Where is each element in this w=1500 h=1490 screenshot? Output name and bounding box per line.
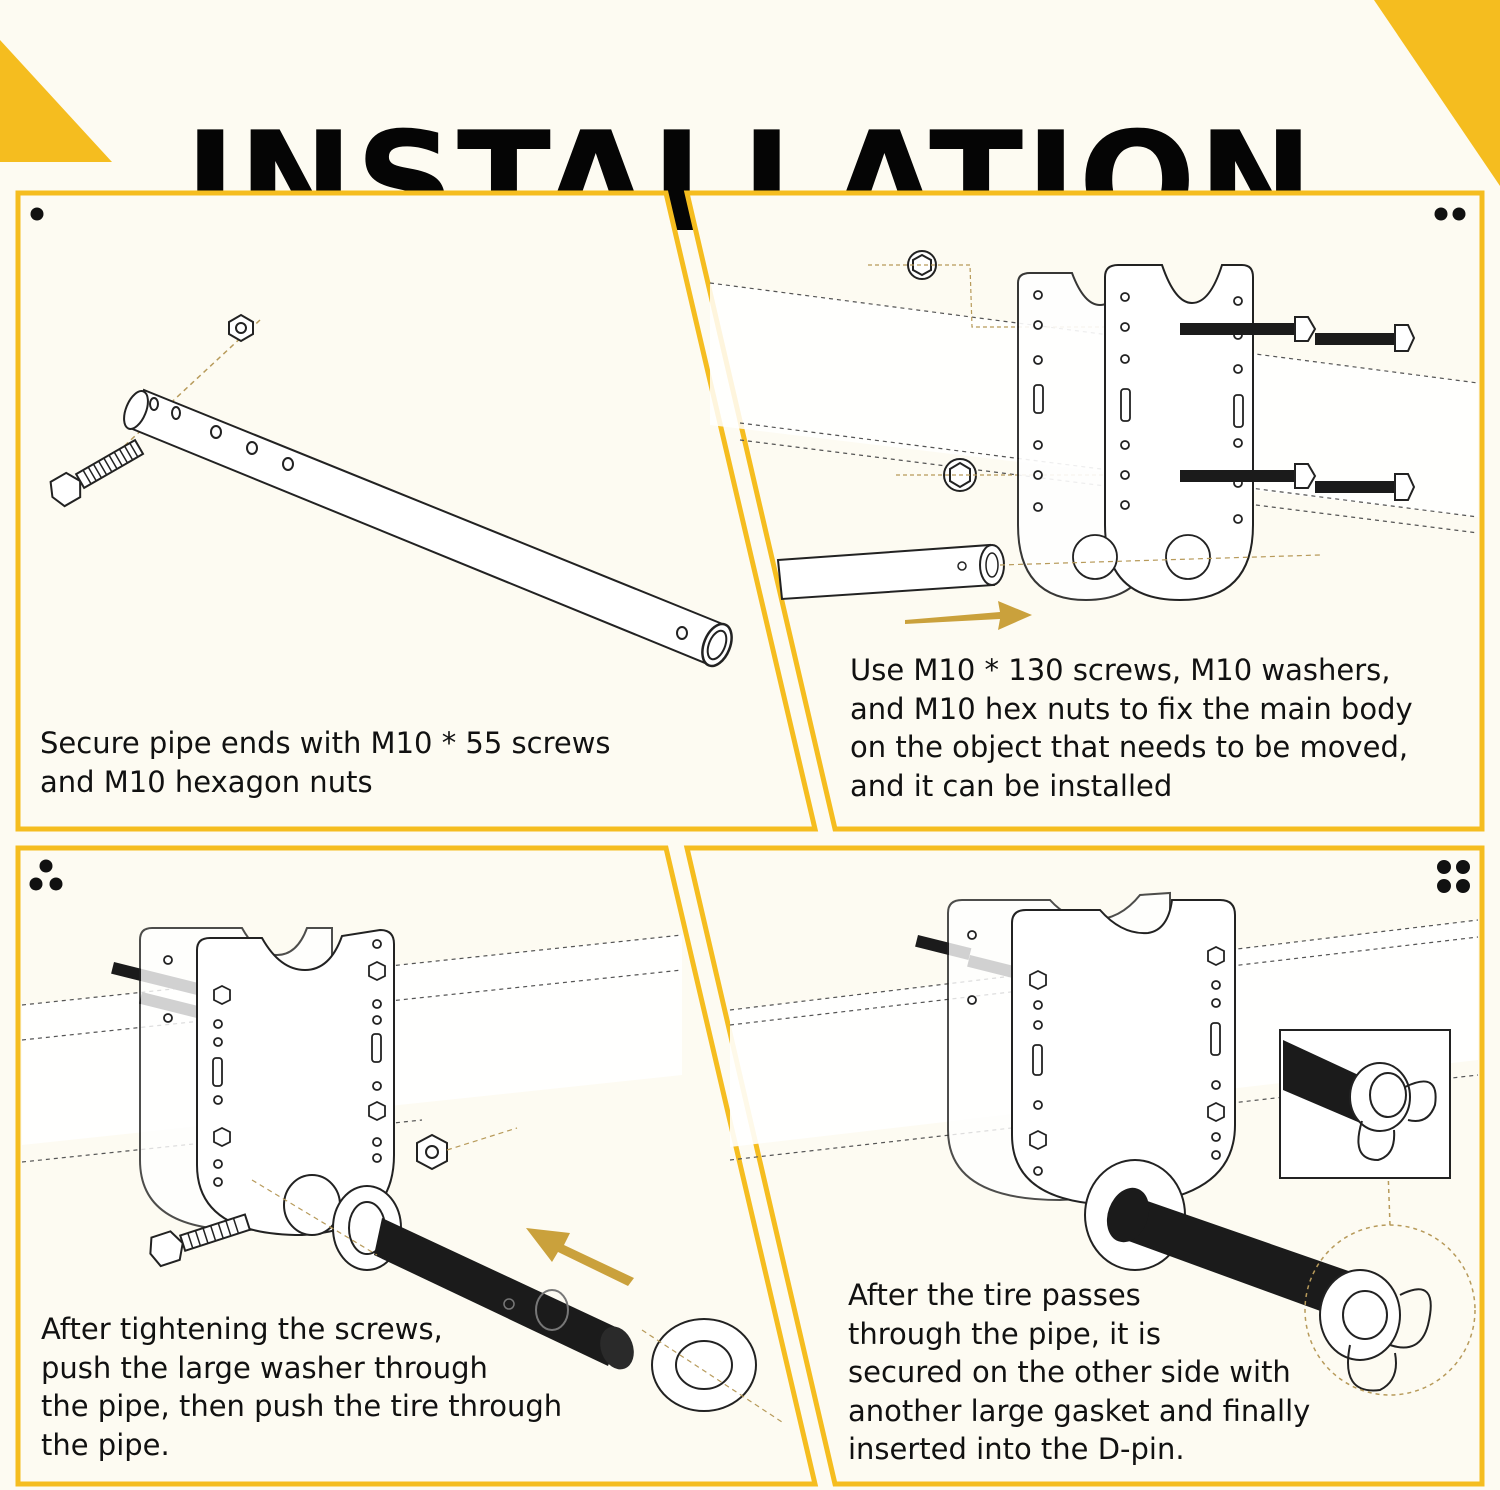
long-screw <box>1180 463 1416 501</box>
corner-triangle-left <box>0 40 112 162</box>
corner-triangle-right <box>1374 0 1500 186</box>
arrow-left-icon <box>526 1228 634 1286</box>
caption-line: and M10 hexagon nuts <box>40 764 373 799</box>
caption-line: on the object that needs to be moved, <box>850 730 1409 764</box>
step1-illustration <box>49 313 733 668</box>
caption-line: inserted into the D-pin. <box>848 1432 1185 1466</box>
long-screw <box>1180 316 1416 352</box>
step4-caption: After the tire passes through the pipe, … <box>848 1276 1310 1469</box>
caption-line: and it can be installed <box>850 768 1173 803</box>
caption-line: the pipe, then push the tire through <box>41 1389 563 1423</box>
four-dots-icon <box>1437 860 1470 893</box>
caption-line: secured on the other side with <box>848 1355 1291 1389</box>
screw <box>49 438 145 508</box>
caption-line: through the pipe, it is <box>848 1316 1161 1351</box>
three-dots-icon <box>29 859 63 891</box>
step3-illustration <box>21 927 783 1423</box>
caption-line: the pipe. <box>41 1427 170 1462</box>
caption-line: push the large washer through <box>41 1350 488 1385</box>
step2-caption: Use M10 * 130 screws, M10 washers, and M… <box>850 651 1413 805</box>
one-dot-icon <box>30 207 44 221</box>
caption-line: After the tire passes <box>848 1278 1141 1312</box>
hex-nut-icon <box>228 313 254 343</box>
caption-line: another large gasket and finally <box>848 1393 1311 1428</box>
step4-illustration <box>729 891 1479 1396</box>
caption-line: and M10 hex nuts to fix the main body <box>850 691 1413 726</box>
arrow-right-icon <box>905 601 1032 630</box>
pipe <box>123 388 733 668</box>
step2-illustration <box>709 250 1479 630</box>
caption-line: After tightening the screws, <box>41 1312 443 1346</box>
two-dots-icon <box>1434 207 1466 221</box>
caption-line: Secure pipe ends with M10 * 55 screws <box>40 726 611 760</box>
d-pin-inset <box>1279 1029 1451 1179</box>
step3-caption: After tightening the screws, push the la… <box>41 1310 562 1464</box>
caption-line: Use M10 * 130 screws, M10 washers, <box>850 653 1391 687</box>
flange-nut-icon <box>907 250 937 280</box>
step1-caption: Secure pipe ends with M10 * 55 screws an… <box>40 724 611 801</box>
